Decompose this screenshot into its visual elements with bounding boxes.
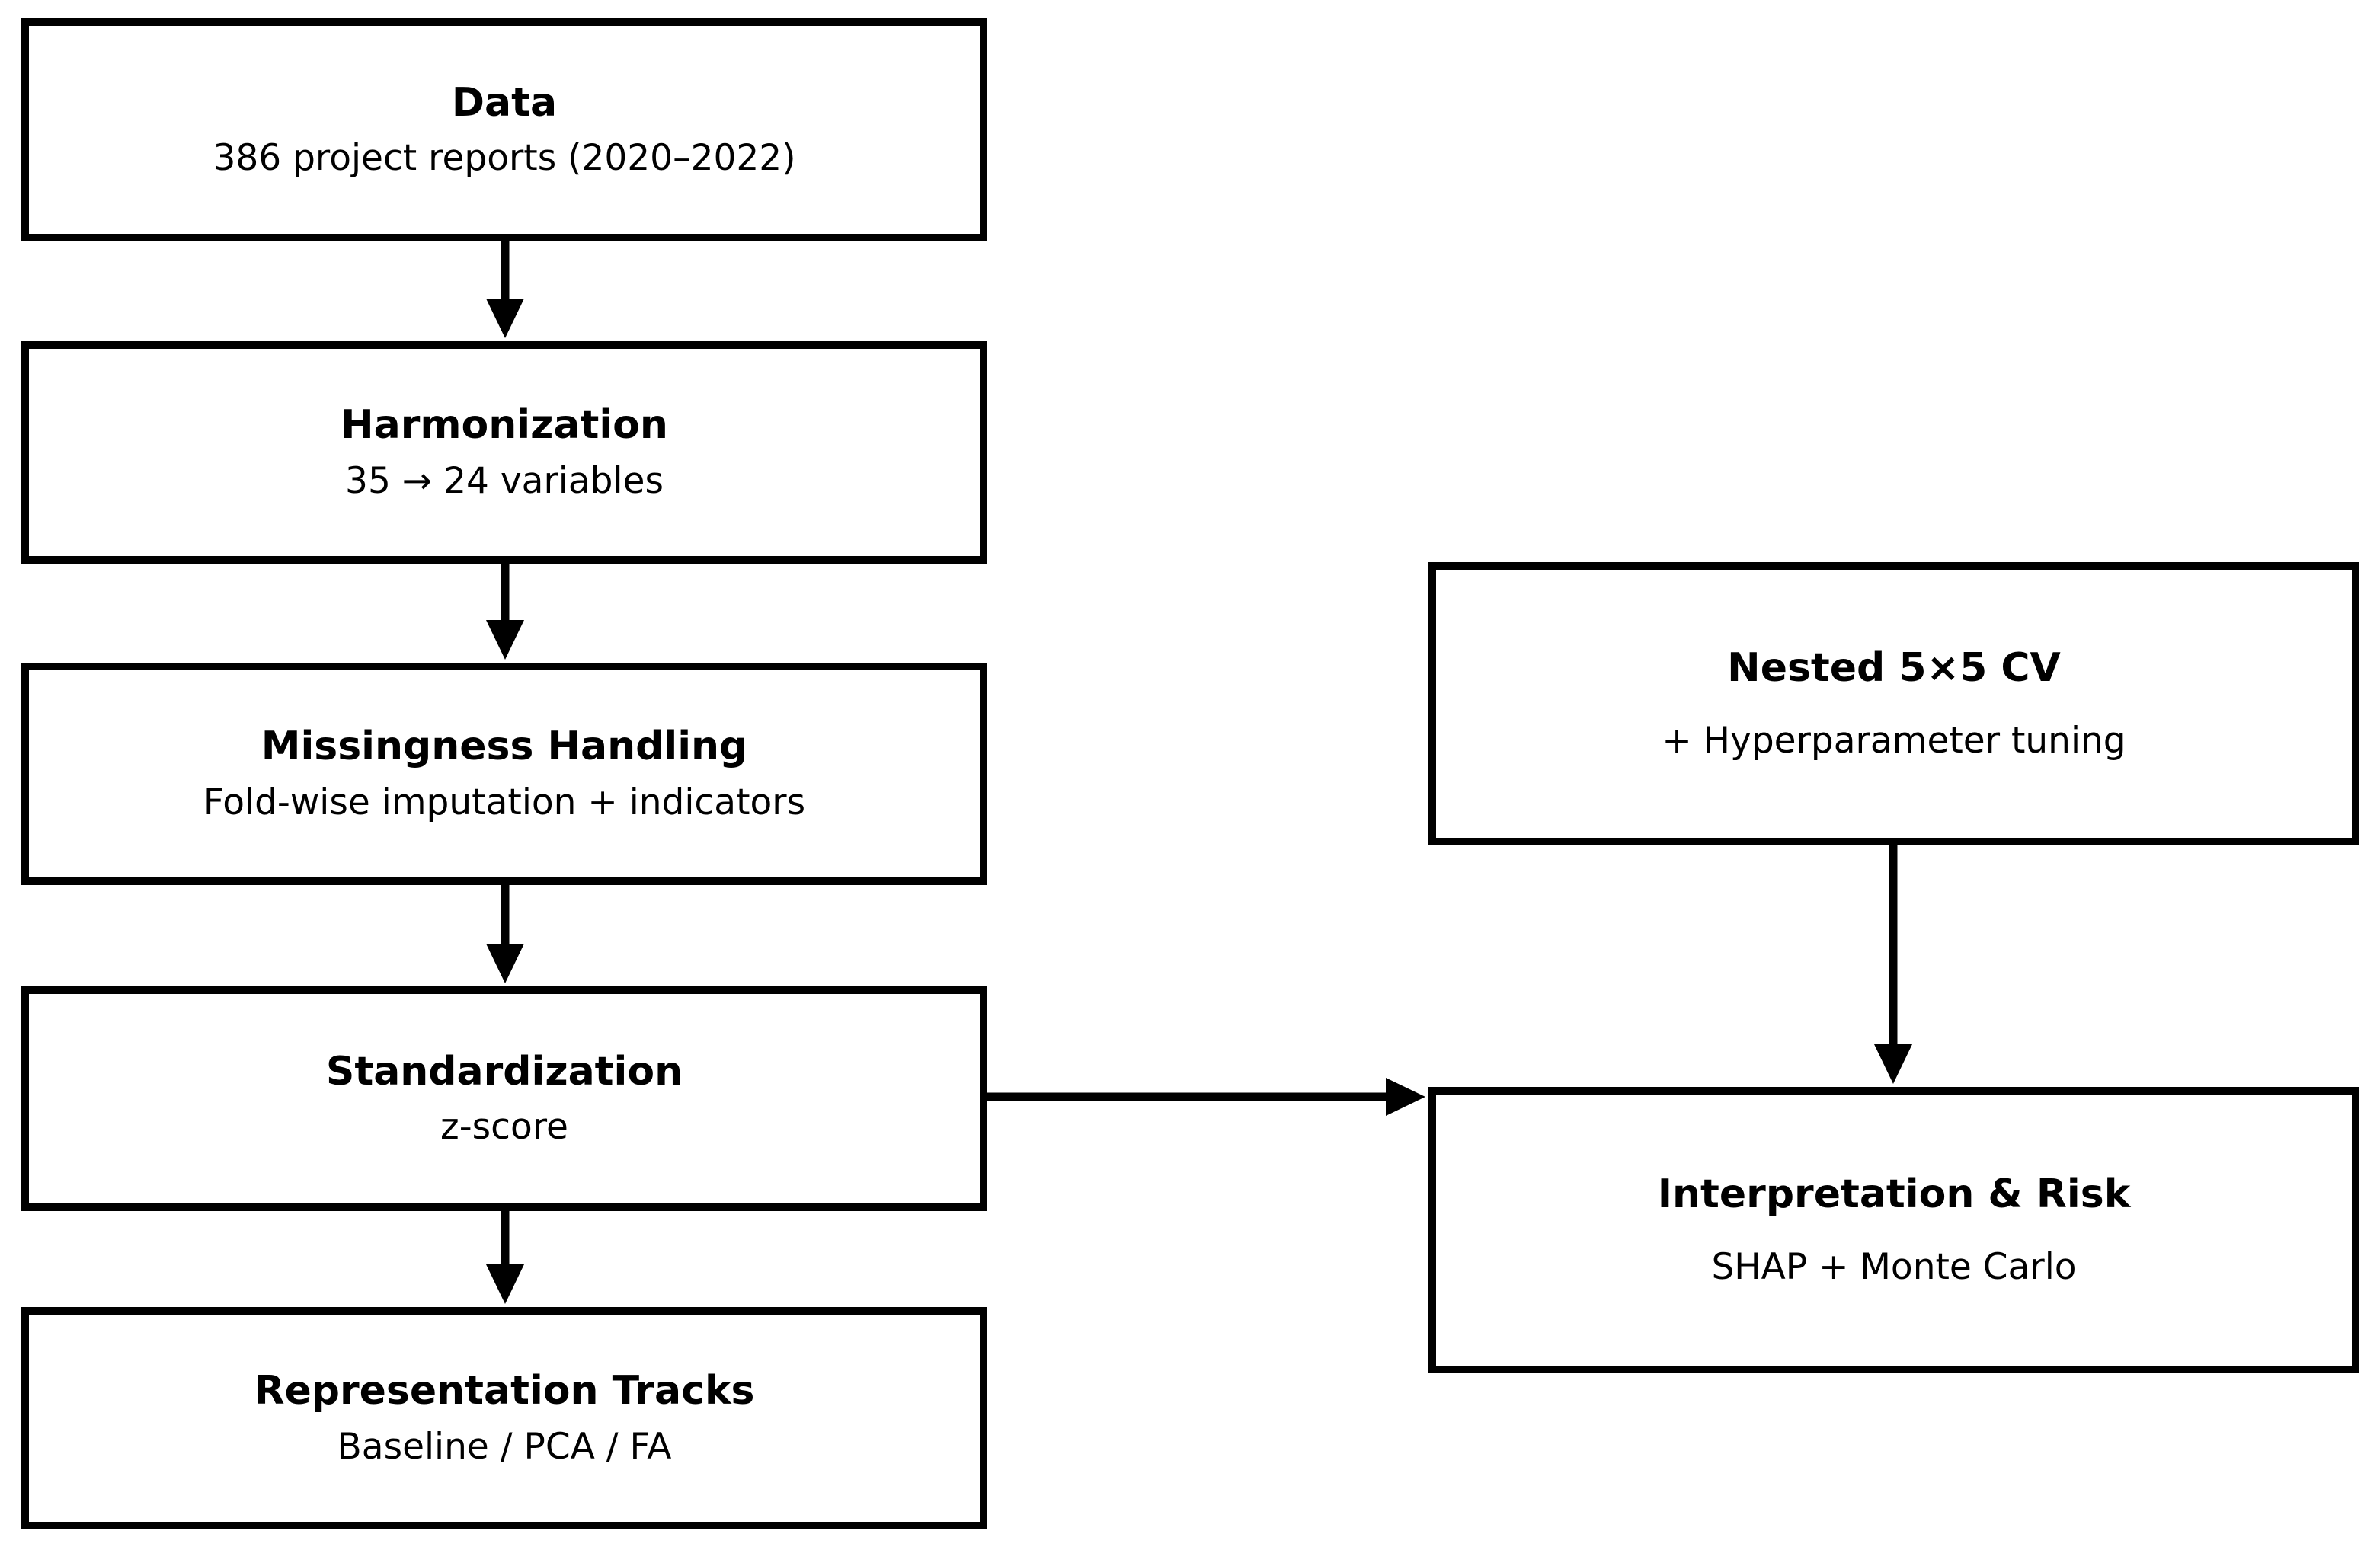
flow-box-data-title: Data [451, 79, 558, 126]
arrow-standardization-to-interpretation [987, 1078, 1425, 1116]
flow-box-nested-cv-subtitle: + Hyperparameter tuning [1662, 719, 2126, 762]
flow-box-standardization: Standardization z-score [21, 986, 987, 1211]
arrow-data-to-harmonization [486, 241, 524, 338]
flow-box-nested-cv-title: Nested 5×5 CV [1727, 645, 2061, 692]
flow-box-interpretation-subtitle: SHAP + Monte Carlo [1711, 1245, 2077, 1288]
flow-box-interpretation: Interpretation & Risk SHAP + Monte Carlo [1428, 1087, 2359, 1373]
flow-box-representation: Representation Tracks Baseline / PCA / F… [21, 1307, 987, 1529]
flow-box-representation-subtitle: Baseline / PCA / FA [337, 1425, 672, 1468]
arrow-harmonization-to-missingness [486, 564, 524, 660]
flow-box-harmonization-subtitle: 35 → 24 variables [345, 459, 664, 502]
flow-box-data: Data 386 project reports (2020–2022) [21, 18, 987, 241]
flow-box-harmonization-title: Harmonization [341, 402, 668, 449]
flow-box-data-subtitle: 386 project reports (2020–2022) [213, 137, 796, 180]
flow-box-nested-cv: Nested 5×5 CV + Hyperparameter tuning [1428, 562, 2359, 845]
arrow-nested-cv-to-interpretation [1874, 845, 1912, 1084]
flow-box-standardization-title: Standardization [325, 1048, 683, 1095]
flow-box-missingness-title: Missingness Handling [261, 724, 748, 770]
arrow-missingness-to-standardization [486, 885, 524, 983]
flow-box-representation-title: Representation Tracks [254, 1368, 755, 1414]
flow-box-missingness: Missingness Handling Fold-wise imputatio… [21, 663, 987, 885]
arrow-standardization-to-representation [486, 1211, 524, 1304]
flow-box-missingness-subtitle: Fold-wise imputation + indicators [203, 781, 806, 823]
flow-box-harmonization: Harmonization 35 → 24 variables [21, 341, 987, 564]
flow-box-interpretation-title: Interpretation & Risk [1657, 1171, 2131, 1218]
flow-box-standardization-subtitle: z-score [440, 1106, 568, 1149]
